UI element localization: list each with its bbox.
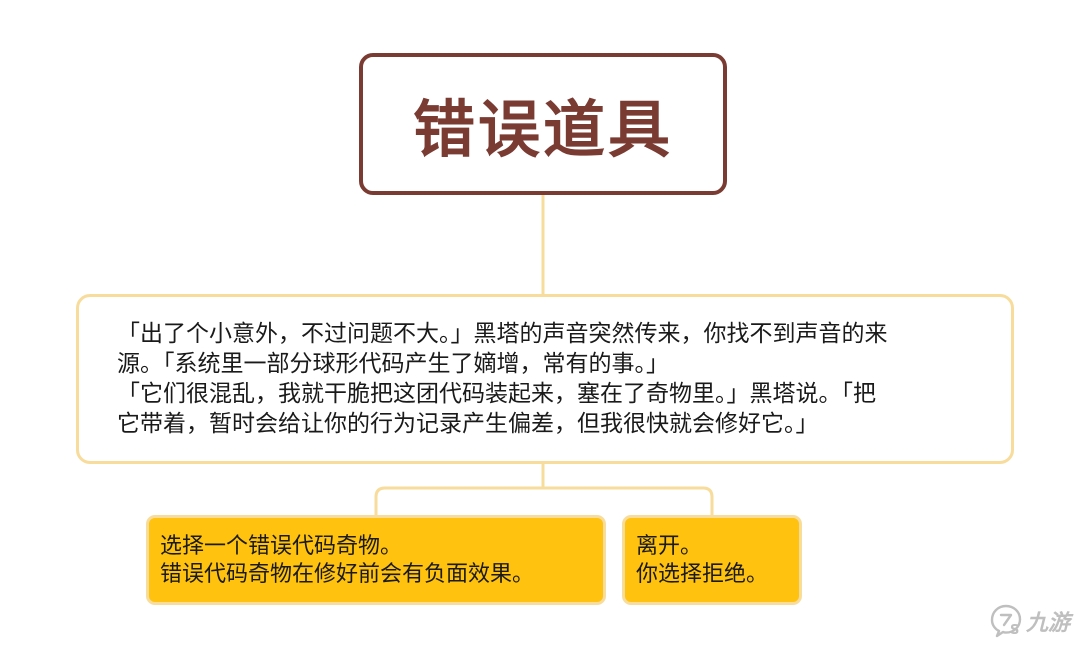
choice-2-title: 离开。 xyxy=(636,534,703,559)
story-line-1: 「出了个小意外，不过问题不大。」黑塔的声音突然传来，你找不到声音的来 xyxy=(117,321,888,347)
watermark: S 九游 xyxy=(988,602,1072,640)
choice-1-title: 选择一个错误代码奇物。 xyxy=(160,534,403,559)
choice-2-description: 你选择拒绝。 xyxy=(636,562,769,587)
jiuyou-logo-icon: S xyxy=(990,604,1022,638)
story-node: 「出了个小意外，不过问题不大。」黑塔的声音突然传来，你找不到声音的来 源。「系统… xyxy=(76,294,1014,464)
choice-leave[interactable]: 离开。 你选择拒绝。 xyxy=(622,515,802,605)
choice-error-item[interactable]: 选择一个错误代码奇物。 错误代码奇物在修好前会有负面效果。 xyxy=(146,515,606,605)
connector-story-to-choices xyxy=(374,464,714,515)
title-text: 错误道具 xyxy=(412,93,673,166)
svg-text:S: S xyxy=(1010,623,1019,638)
story-line-3: 「它们很混乱，我就干脆把这团代码装起来，塞在了奇物里。」黑塔说。「把 xyxy=(117,381,876,407)
story-line-2: 源。「系统里一部分球形代码产生了嫡增，常有的事。」 xyxy=(117,351,669,377)
story-line-4: 它带着，暂时会给让你的行为记录产生偏差，但我很快就会修好它。」 xyxy=(117,411,819,437)
choice-1-description: 错误代码奇物在修好前会有负面效果。 xyxy=(160,562,535,587)
title-node: 错误道具 xyxy=(359,53,727,195)
watermark-text: 九游 xyxy=(1026,611,1071,636)
